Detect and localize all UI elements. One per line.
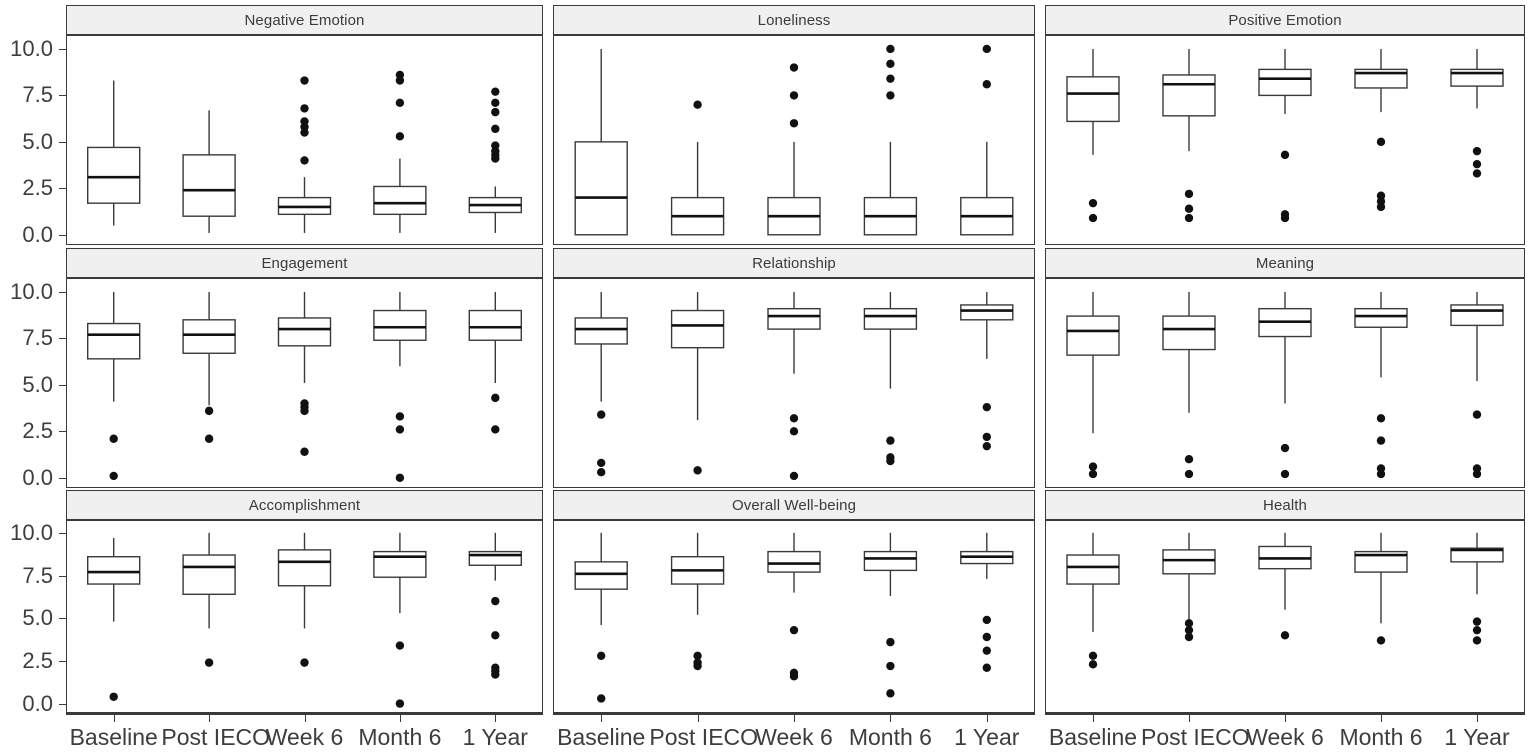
plot-area <box>1045 35 1525 245</box>
x-tick-label-week-6: Week 6 <box>265 724 344 750</box>
panel-strip-health: Health <box>1045 490 1525 520</box>
plot-area <box>553 35 1035 245</box>
y-tick-label: 10.0 <box>10 278 53 304</box>
plot-area <box>66 520 543 713</box>
x-tick-label-baseline: Baseline <box>557 724 646 750</box>
x-tick-label-week-6: Week 6 <box>755 724 833 750</box>
x-tick-mark <box>113 715 115 722</box>
y-tick-label: 5.0 <box>22 128 53 154</box>
panel-strip-loneliness: Loneliness <box>553 5 1035 35</box>
y-tick-mark <box>59 660 66 662</box>
x-tick-mark <box>1477 715 1478 722</box>
panel-title: Engagement <box>261 254 348 272</box>
y-tick-mark <box>59 188 66 190</box>
plot-area <box>553 520 1035 713</box>
panel-strip-accomplishment: Accomplishment <box>66 490 543 520</box>
x-tick-label-month-6: Month 6 <box>358 724 442 750</box>
y-tick-label: 7.5 <box>22 562 53 588</box>
x-tick-mark <box>1093 715 1094 722</box>
x-tick-mark <box>986 715 988 722</box>
x-tick-mark <box>794 715 795 722</box>
x-tick-label-post-ieco: Post IECO <box>161 724 271 750</box>
x-tick-label-post-ieco: Post IECO <box>649 724 759 750</box>
x-tick-label-week-6: Week 6 <box>1246 724 1324 750</box>
plot-area <box>66 278 543 488</box>
y-tick-label: 7.5 <box>22 325 53 351</box>
y-tick-mark <box>59 618 66 620</box>
x-tick-label-1-year: 1 Year <box>462 724 528 750</box>
x-tick-mark <box>399 715 401 722</box>
x-tick-label-1-year: 1 Year <box>954 724 1020 750</box>
y-tick-mark <box>59 575 66 577</box>
y-tick-mark <box>59 291 66 293</box>
panel-title: Accomplishment <box>248 496 361 514</box>
y-tick-mark <box>59 703 66 705</box>
panel-strip-relationship: Relationship <box>553 248 1035 278</box>
y-tick-mark <box>59 431 66 433</box>
y-tick-mark <box>59 477 66 479</box>
panel-strip-meaning: Meaning <box>1045 248 1525 278</box>
panel-strip-positive-emotion: Positive Emotion <box>1045 5 1525 35</box>
y-tick-mark <box>59 234 66 236</box>
y-tick-label: 10.0 <box>10 35 53 61</box>
x-tick-label-1-year: 1 Year <box>1444 724 1510 750</box>
panel-title: Overall Well-being <box>731 496 857 514</box>
x-tick-mark <box>1189 715 1190 722</box>
x-tick-mark <box>495 715 497 722</box>
y-tick-label: 2.5 <box>22 647 53 673</box>
x-tick-label-month-6: Month 6 <box>1339 724 1423 750</box>
y-tick-mark <box>59 384 66 386</box>
y-tick-label: 0.0 <box>22 221 53 247</box>
panel-title: Negative Emotion <box>244 11 365 29</box>
panel-title: Meaning <box>1255 254 1315 272</box>
y-tick-mark <box>59 95 66 97</box>
x-tick-mark <box>304 715 306 722</box>
y-tick-label: 5.0 <box>22 371 53 397</box>
x-tick-mark <box>1381 715 1382 722</box>
panel-strip-overall-well-being: Overall Well-being <box>553 490 1035 520</box>
x-tick-label-post-ieco: Post IECO <box>1141 724 1250 750</box>
y-tick-mark <box>59 48 66 50</box>
x-tick-mark <box>890 715 892 722</box>
panel-strip-engagement: Engagement <box>66 248 543 278</box>
x-tick-label-baseline: Baseline <box>69 724 158 750</box>
panel-title: Relationship <box>752 254 836 272</box>
panel-title: Positive Emotion <box>1228 11 1342 29</box>
x-tick-mark <box>697 715 699 722</box>
y-tick-label: 10.0 <box>10 519 53 545</box>
panel-title: Health <box>1263 496 1307 514</box>
x-tick-label-month-6: Month 6 <box>848 724 932 750</box>
x-tick-label-baseline: Baseline <box>1048 724 1138 750</box>
y-tick-label: 0.0 <box>22 464 53 490</box>
panel-title: Loneliness <box>757 11 831 29</box>
y-tick-label: 7.5 <box>22 82 53 108</box>
y-tick-mark <box>59 141 66 143</box>
panel-strip-negative-emotion: Negative Emotion <box>66 5 543 35</box>
x-axis-line <box>66 713 543 715</box>
x-tick-mark <box>209 715 211 722</box>
plot-area <box>553 278 1035 488</box>
plot-area <box>66 35 543 245</box>
y-tick-label: 0.0 <box>22 690 53 716</box>
y-tick-label: 2.5 <box>22 175 53 201</box>
x-axis-line <box>1045 713 1525 715</box>
x-axis-line <box>553 713 1035 715</box>
y-tick-label: 5.0 <box>22 605 53 631</box>
x-tick-mark <box>1285 715 1286 722</box>
plot-area <box>1045 278 1525 488</box>
y-tick-label: 2.5 <box>22 418 53 444</box>
x-tick-mark <box>601 715 603 722</box>
y-tick-mark <box>59 338 66 340</box>
plot-area <box>1045 520 1525 713</box>
y-tick-mark <box>59 532 66 534</box>
